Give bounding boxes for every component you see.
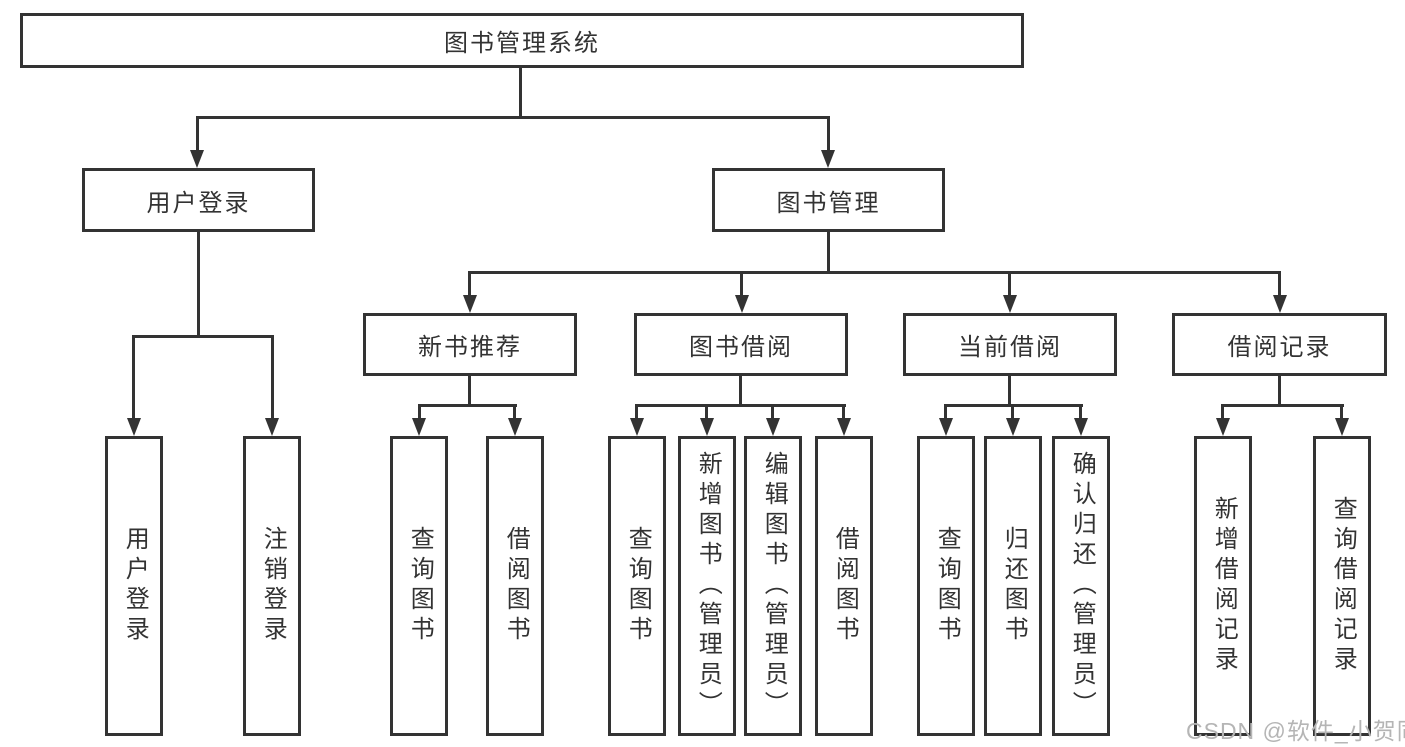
connector-line: [740, 271, 743, 297]
connector-line: [771, 404, 774, 420]
connector-line: [197, 232, 200, 337]
node-new-book-recommendation: 新书推荐: [363, 313, 577, 376]
connector-line: [1278, 376, 1281, 407]
connector-line: [468, 271, 471, 297]
node-label: 查询借阅记录: [1329, 496, 1357, 676]
leaf-query-borrow-record: 查询借阅记录: [1313, 436, 1371, 736]
node-current-borrowing: 当前借阅: [903, 313, 1117, 376]
arrow-down-icon: [766, 418, 780, 436]
arrow-down-icon: [735, 295, 749, 313]
connector-line: [635, 404, 846, 407]
node-label: 查询图书: [406, 526, 434, 646]
connector-line: [519, 68, 522, 118]
leaf-add-borrow-record: 新增借阅记录: [1194, 436, 1252, 736]
arrow-down-icon: [1003, 295, 1017, 313]
connector-line: [1221, 404, 1224, 420]
node-label: 编辑图书（管理员）: [760, 451, 788, 721]
connector-line: [1008, 271, 1011, 297]
node-label: 查询图书: [624, 526, 652, 646]
connector-line: [1079, 404, 1082, 420]
connector-line: [842, 404, 845, 420]
node-label: 当前借阅: [958, 334, 1062, 361]
node-label: 图书管理: [776, 189, 881, 217]
leaf-borrow-books-2: 借阅图书: [815, 436, 873, 736]
connector-line: [132, 335, 135, 420]
connector-line: [1340, 404, 1343, 420]
arrow-down-icon: [1216, 418, 1230, 436]
node-label: 注销登录: [259, 526, 287, 646]
node-book-management: 图书管理: [712, 168, 945, 232]
node-borrowing-records: 借阅记录: [1172, 313, 1387, 376]
arrow-down-icon: [821, 150, 835, 168]
connector-line: [705, 404, 708, 420]
connector-line: [827, 116, 830, 152]
node-label: 图书管理系统: [444, 30, 600, 57]
arrow-down-icon: [1006, 418, 1020, 436]
connector-line: [196, 116, 830, 119]
leaf-logout: 注销登录: [243, 436, 301, 736]
arrow-down-icon: [463, 295, 477, 313]
node-label: 新增借阅记录: [1210, 496, 1238, 676]
arrow-down-icon: [837, 418, 851, 436]
connector-line: [739, 376, 742, 407]
leaf-return-books: 归还图书: [984, 436, 1042, 736]
node-label: 图书借阅: [689, 334, 793, 361]
leaf-query-books-1: 查询图书: [390, 436, 448, 736]
node-label: 用户登录: [121, 526, 149, 646]
leaf-query-books-2: 查询图书: [608, 436, 666, 736]
connector-line: [196, 116, 199, 152]
arrow-down-icon: [127, 418, 141, 436]
connector-line: [468, 271, 1281, 274]
connector-line: [468, 376, 471, 407]
arrow-down-icon: [508, 418, 522, 436]
arrow-down-icon: [1273, 295, 1287, 313]
connector-line: [944, 404, 947, 420]
connector-line: [1011, 404, 1014, 420]
node-label: 查询图书: [933, 526, 961, 646]
leaf-edit-books-admin: 编辑图书（管理员）: [744, 436, 802, 736]
node-user-login: 用户登录: [82, 168, 315, 232]
connector-line: [1008, 376, 1011, 407]
leaf-query-books-3: 查询图书: [917, 436, 975, 736]
node-root-library-system: 图书管理系统: [20, 13, 1024, 68]
connector-line: [827, 232, 830, 273]
arrow-down-icon: [700, 418, 714, 436]
connector-line: [132, 335, 274, 338]
leaf-confirm-return-admin: 确认归还（管理员）: [1052, 436, 1110, 736]
connector-line: [1221, 404, 1344, 407]
csdn-watermark: CSDN @软件_小贺同学: [1186, 718, 1405, 744]
arrow-down-icon: [1335, 418, 1349, 436]
node-label: 借阅记录: [1227, 334, 1332, 361]
arrow-down-icon: [630, 418, 644, 436]
arrow-down-icon: [265, 418, 279, 436]
node-label: 借阅图书: [502, 526, 530, 646]
leaf-add-books-admin: 新增图书（管理员）: [678, 436, 736, 736]
node-label: 借阅图书: [831, 526, 859, 646]
connector-line: [271, 335, 274, 420]
connector-line: [418, 404, 517, 407]
node-label: 确认归还（管理员）: [1068, 451, 1096, 721]
connector-line: [635, 404, 638, 420]
connector-line: [1278, 271, 1281, 297]
connector-line: [418, 404, 421, 420]
node-label: 新书推荐: [418, 334, 522, 361]
arrow-down-icon: [190, 150, 204, 168]
arrow-down-icon: [412, 418, 426, 436]
node-label: 新增图书（管理员）: [694, 451, 722, 721]
node-label: 归还图书: [1000, 526, 1028, 646]
node-label: 用户登录: [146, 189, 251, 217]
arrow-down-icon: [939, 418, 953, 436]
leaf-borrow-books-1: 借阅图书: [486, 436, 544, 736]
leaf-user-login: 用户登录: [105, 436, 163, 736]
connector-line: [513, 404, 516, 420]
arrow-down-icon: [1074, 418, 1088, 436]
node-book-borrowing: 图书借阅: [634, 313, 848, 376]
